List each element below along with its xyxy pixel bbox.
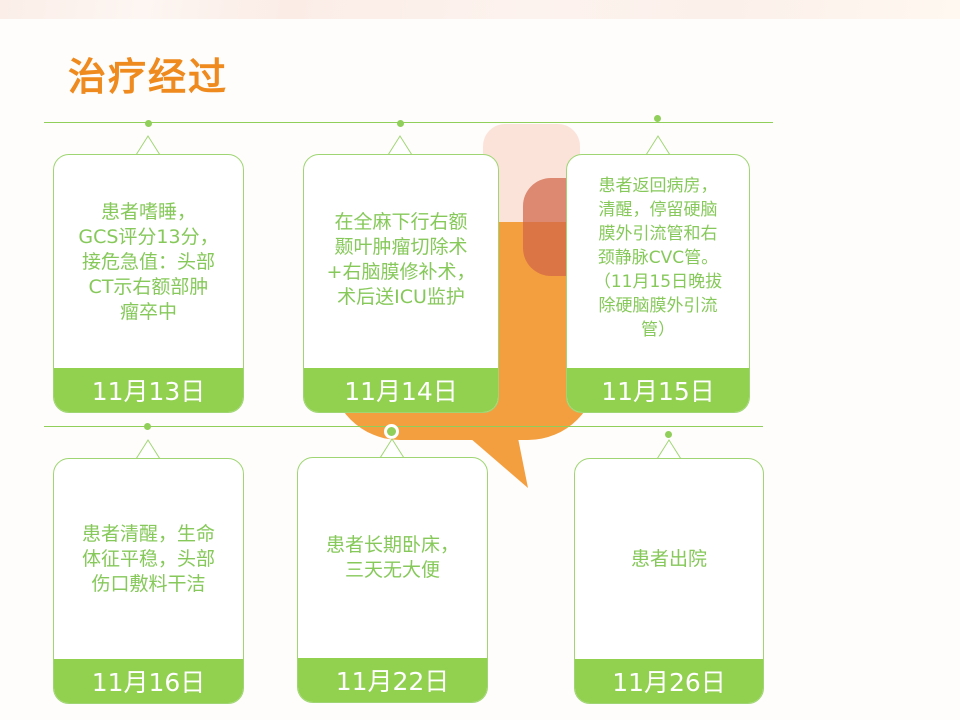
event-text-line: +右脑膜修补术， [326, 261, 476, 283]
event-text-line: 术后送ICU监护 [337, 286, 465, 308]
event-description: 在全麻下行右额 颞叶肿瘤切除术 +右脑膜修补术， 术后送ICU监护 [304, 155, 498, 365]
timeline-card-nov15: 患者返回病房， 清醒，停留硬脑 膜外引流管和右 颈静脉CVC管。 （11月15日… [566, 154, 750, 413]
event-date: 11月15日 [567, 368, 749, 412]
timeline-line-middle [44, 426, 763, 427]
event-text-line: 膜外引流管和右 [598, 224, 718, 244]
event-text-line: 在全麻下行右额 [334, 211, 468, 233]
event-text-line: 患者出院 [630, 547, 707, 570]
event-text-line: 管） [640, 320, 675, 340]
event-description: 患者返回病房， 清醒，停留硬脑 膜外引流管和右 颈静脉CVC管。 （11月15日… [567, 155, 749, 361]
timeline-dot [397, 120, 404, 127]
event-text-line: 颞叶肿瘤切除术 [334, 236, 468, 258]
event-text-line: 清醒，停留硬脑 [598, 200, 718, 220]
header-decoration-band [0, 0, 960, 19]
event-text-line: GCS评分13分， [78, 226, 219, 248]
event-text-line: 颈静脉CVC管。 [597, 248, 719, 268]
event-date: 11月14日 [304, 368, 498, 412]
timeline-dot [654, 115, 661, 122]
event-description: 患者清醒，生命 体征平稳，头部 伤口敷料干洁 [54, 459, 243, 659]
event-text-line: 患者返回病房， [598, 176, 718, 196]
event-text-line: 患者长期卧床， [325, 534, 459, 556]
event-description: 患者出院 [575, 459, 763, 659]
event-date: 11月13日 [54, 368, 243, 412]
timeline-dot [145, 120, 152, 127]
event-text-line: 三天无大便 [344, 559, 440, 581]
timeline-card-nov13: 患者嗜睡， GCS评分13分， 接危急值：头部 CT示右额部肿 瘤卒中 11月1… [53, 154, 244, 413]
event-text-line: 患者清醒，生命 [81, 522, 215, 545]
event-date: 11月16日 [54, 659, 243, 703]
event-text-line: 接危急值：头部 [81, 251, 215, 273]
timeline-card-nov16: 患者清醒，生命 体征平稳，头部 伤口敷料干洁 11月16日 [53, 458, 244, 704]
event-description: 患者嗜睡， GCS评分13分， 接危急值：头部 CT示右额部肿 瘤卒中 [54, 155, 243, 370]
event-text-line: 患者嗜睡， [100, 201, 196, 223]
event-text-line: 除硬脑膜外引流 [598, 296, 718, 316]
timeline-line-top [44, 122, 773, 123]
event-text-line: 体征平稳，头部 [81, 547, 215, 570]
timeline-card-nov26: 患者出院 11月26日 [574, 458, 764, 704]
timeline-card-nov22: 患者长期卧床， 三天无大便 11月22日 [297, 457, 488, 703]
page-title: 治疗经过 [68, 55, 229, 99]
timeline-dot [384, 424, 399, 439]
event-description: 患者长期卧床， 三天无大便 [298, 458, 487, 658]
event-text-line: CT示右额部肿 [88, 276, 209, 298]
timeline-card-nov14: 在全麻下行右额 颞叶肿瘤切除术 +右脑膜修补术， 术后送ICU监护 11月14日 [303, 154, 499, 413]
event-text-line: 伤口敷料干洁 [91, 572, 206, 595]
event-text-line: （11月15日晚拔 [593, 272, 723, 292]
event-date: 11月22日 [298, 658, 487, 702]
event-date: 11月26日 [575, 659, 763, 703]
event-text-line: 瘤卒中 [119, 301, 177, 323]
timeline-dot [144, 423, 151, 430]
timeline-dot [665, 431, 672, 438]
